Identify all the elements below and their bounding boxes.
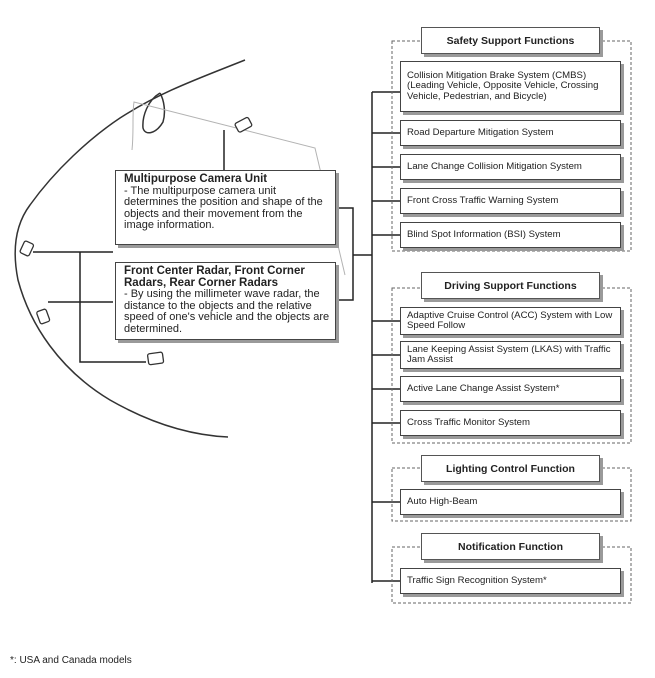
windshield-outline <box>131 101 346 276</box>
function-box-active-lane-change: Active Lane Change Assist System* <box>400 376 621 402</box>
function-label: Lane Change Collision Mitigation System <box>407 160 582 172</box>
sensor-connectors <box>33 91 400 583</box>
notification-group-frame <box>391 546 632 604</box>
function-label: Active Lane Change Assist System* <box>407 382 560 394</box>
vehicle-mirror <box>142 92 166 134</box>
function-label: Front Cross Traffic Warning System <box>407 194 559 206</box>
front-corner-radar-icon <box>19 240 35 257</box>
notification-group-header: Notification Function <box>421 533 600 560</box>
function-box-front-cross-traffic: Front Cross Traffic Warning System <box>400 188 621 214</box>
function-box-acc: Adaptive Cruise Control (ACC) System wit… <box>400 307 621 335</box>
group-frames <box>391 40 632 604</box>
function-label: Adaptive Cruise Control (ACC) System wit… <box>407 309 613 331</box>
camera-title: Multipurpose Camera Unit <box>124 173 268 185</box>
camera-sensor-icon <box>234 116 253 133</box>
driving-group-header: Driving Support Functions <box>421 272 600 299</box>
function-box-cmbs: Collision Mitigation Brake System (CMBS)… <box>400 61 621 112</box>
front-center-radar-icon <box>146 351 165 366</box>
function-label: Cross Traffic Monitor System <box>407 416 530 428</box>
driving-group-frame <box>391 287 632 444</box>
safety-group-header: Safety Support Functions <box>421 27 600 54</box>
lighting-group-frame <box>391 467 632 522</box>
radar-title: Front Center Radar, Front Corner Radars,… <box>124 265 305 289</box>
function-label: Lane Keeping Assist System (LKAS) with T… <box>407 343 611 365</box>
function-box-lkas: Lane Keeping Assist System (LKAS) with T… <box>400 341 621 369</box>
function-label: Auto High-Beam <box>407 495 478 507</box>
footnote: *: USA and Canada models <box>10 655 132 666</box>
camera-description: - The multipurpose camera unit determine… <box>124 184 323 231</box>
lighting-group-header: Lighting Control Function <box>421 455 600 482</box>
function-label: Blind Spot Information (BSI) System <box>407 228 561 240</box>
function-box-traffic-sign: Traffic Sign Recognition System* <box>400 568 621 594</box>
function-box-cross-traffic-monitor: Cross Traffic Monitor System <box>400 410 621 436</box>
function-box-bsi: Blind Spot Information (BSI) System <box>400 222 621 248</box>
function-box-road-departure: Road Departure Mitigation System <box>400 120 621 146</box>
radar-description: - By using the millimeter wave radar, th… <box>124 288 330 335</box>
camera-info-box: Multipurpose Camera Unit - The multipurp… <box>115 170 336 245</box>
safety-group-frame <box>391 40 632 252</box>
rear-corner-radar-icon <box>36 308 51 325</box>
function-label: Traffic Sign Recognition System* <box>407 574 547 586</box>
radar-info-box: Front Center Radar, Front Corner Radars,… <box>115 262 336 340</box>
function-label: Collision Mitigation Brake System (CMBS)… <box>407 69 599 102</box>
function-box-lane-change-collision: Lane Change Collision Mitigation System <box>400 154 621 180</box>
vehicle-outline <box>14 59 246 438</box>
function-label: Road Departure Mitigation System <box>407 126 554 138</box>
function-box-auto-high-beam: Auto High-Beam <box>400 489 621 515</box>
